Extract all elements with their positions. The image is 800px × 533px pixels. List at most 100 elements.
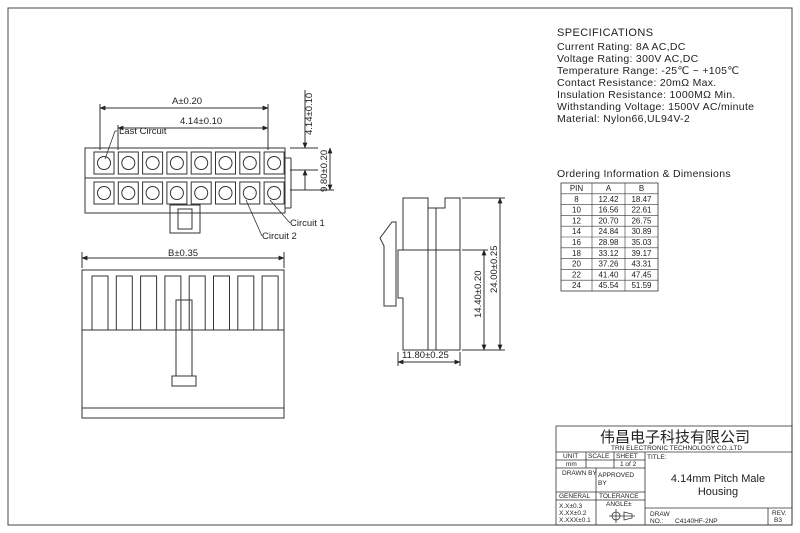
- rib: [140, 275, 158, 331]
- table-cell: 35.03: [631, 238, 652, 247]
- rib: [164, 275, 182, 331]
- rib-group: [91, 275, 279, 331]
- spec-line: Withstanding Voltage: 1500V AC/minute: [557, 101, 754, 113]
- leader-lines: [104, 130, 291, 237]
- table-cell: 41.40: [598, 270, 619, 279]
- draw-no-label-1: DRAW: [650, 511, 670, 518]
- table-cell: 8: [574, 195, 579, 204]
- table-cell: 12.42: [598, 195, 619, 204]
- spec-line: Insulation Resistance: 1000MΩ Min.: [557, 89, 736, 101]
- title-line-1: 4.14mm Pitch Male: [671, 473, 765, 485]
- spec-line: Temperature Range: -25℃ ~ +105℃: [557, 65, 739, 77]
- dim-side-depth: 11.80±0.25: [402, 350, 449, 361]
- table-cell: 24.84: [598, 227, 619, 236]
- spec-line: Voltage Rating: 300V AC,DC: [557, 53, 699, 65]
- table-cell: 14: [572, 227, 581, 236]
- cavity: [93, 181, 115, 205]
- table-cell: 18.47: [631, 195, 652, 204]
- table-cell: 20.70: [598, 216, 619, 225]
- cavity: [263, 181, 285, 205]
- spec-line: Contact Resistance: 20mΩ Max.: [557, 77, 717, 89]
- scale-label: SCALE: [588, 453, 610, 460]
- table-cell: 22.61: [631, 206, 652, 215]
- label-last-circuit: Last Circuit: [119, 126, 167, 137]
- table-cell: 26.75: [631, 216, 652, 225]
- rev-value: B3: [774, 517, 782, 524]
- tolerance-2: X.XX±0.2: [559, 510, 587, 517]
- table-header-cell: A: [606, 184, 612, 193]
- side-view: [379, 197, 505, 366]
- company-name-cn: 伟昌电子科技有限公司: [600, 428, 750, 446]
- sheet-value: 1 of 2: [620, 461, 637, 468]
- spec-line: Current Rating: 8A AC,DC: [557, 41, 686, 53]
- label-circuit-1: Circuit 1: [290, 218, 325, 229]
- table-cell: 37.26: [598, 260, 619, 269]
- cavity-grid: [93, 151, 285, 205]
- sheet-label: SHEET: [616, 453, 638, 460]
- table-header-cell: PIN: [570, 184, 584, 193]
- cavity: [93, 151, 115, 175]
- rib: [213, 275, 230, 331]
- cavity: [117, 181, 139, 205]
- cavity: [263, 151, 285, 175]
- table-cell: 30.89: [631, 227, 652, 236]
- table-cell: 10: [572, 206, 581, 215]
- title-label: TITLE:: [647, 454, 667, 461]
- unit-value: mm: [566, 461, 577, 468]
- draw-no-value: C4140HF-2NP: [675, 518, 718, 525]
- tolerance-label: TOLERANCE: [599, 493, 639, 500]
- tolerance-3: X.XXX±0.1: [559, 517, 591, 524]
- table-cell: 33.12: [598, 249, 619, 258]
- table-cell: 43.31: [631, 260, 652, 269]
- table-cell: 28.98: [598, 238, 619, 247]
- cavity: [190, 181, 212, 205]
- dim-side-inner: 14.40±0.20: [473, 271, 484, 318]
- cavity: [166, 181, 188, 205]
- sheet-border: [7, 7, 793, 526]
- cavity: [239, 181, 261, 205]
- cavity: [142, 151, 164, 175]
- angle-label: ANGLE±: [606, 501, 632, 508]
- rib: [188, 275, 206, 331]
- cavity: [166, 151, 188, 175]
- table-cell: 12: [572, 216, 581, 225]
- rib: [237, 275, 255, 331]
- table-cell: 47.45: [631, 270, 652, 279]
- cavity: [215, 151, 236, 175]
- table-cell: 16.56: [598, 206, 619, 215]
- front-view: [84, 90, 334, 234]
- cavity: [190, 151, 212, 175]
- dim-height-rows: 9.80±0.20: [319, 150, 330, 192]
- general-label: GENERAL: [559, 493, 590, 500]
- table-cell: 22: [572, 270, 581, 279]
- table-cell: 39.17: [631, 249, 652, 258]
- dim-a-width: A±0.20: [172, 96, 202, 107]
- approved-by-label-1: APPROVED: [598, 472, 634, 479]
- rev-label: REV.: [772, 510, 787, 517]
- title-line-2: Housing: [698, 486, 738, 498]
- draw-no-label-2: NO.:: [650, 518, 664, 525]
- rib: [91, 275, 109, 331]
- specifications-list: Current Rating: 8A AC,DC Voltage Rating:…: [557, 41, 754, 125]
- dim-height-top: 4.14±0.10: [304, 93, 315, 135]
- table-cell: 16: [572, 238, 581, 247]
- approved-by-label-2: BY: [598, 480, 607, 487]
- table-cell: 18: [572, 249, 581, 258]
- ordering-heading: Ordering Information & Dimensions: [557, 168, 731, 180]
- table-header-cell: B: [639, 184, 644, 193]
- tolerance-1: X.X±0.3: [559, 503, 582, 510]
- dim-side-total: 24.00±0.25: [489, 246, 500, 293]
- table-cell: 51.59: [631, 281, 652, 290]
- ordering-table: PIN A B 8 12.42 18.47 10 16.56 22.61 12 20.70 26.75…: [560, 182, 659, 292]
- title-block: [555, 425, 793, 526]
- rib: [261, 275, 279, 331]
- dim-b-width: B±0.35: [168, 248, 198, 259]
- cavity: [142, 181, 164, 205]
- cavity: [215, 181, 236, 205]
- spec-line: Material: Nylon66,UL94V-2: [557, 113, 690, 125]
- table-cell: 20: [572, 260, 581, 269]
- cavity: [239, 151, 261, 175]
- company-name-en: TRN ELECTRONIC TECHNOLOGY CO.,LTD: [611, 445, 742, 452]
- specifications-heading: SPECIFICATIONS: [557, 27, 653, 39]
